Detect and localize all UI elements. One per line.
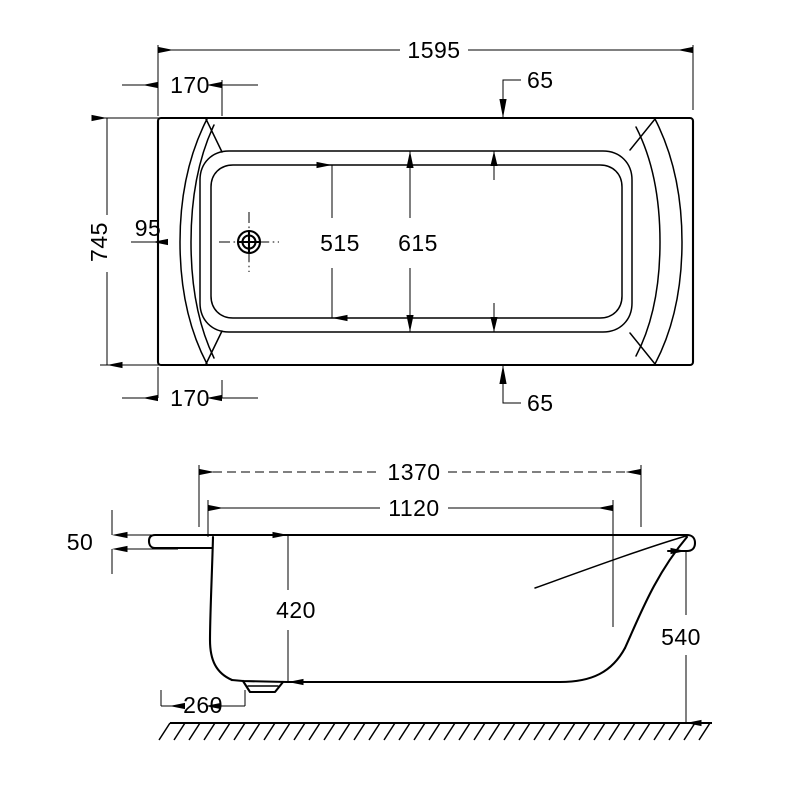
plan-left-taper-top bbox=[205, 118, 223, 153]
plan-right-taper-top bbox=[629, 118, 656, 151]
plan-left-end-curve-inner bbox=[190, 124, 215, 359]
plan-view: 1595 170 65 745 95 bbox=[86, 37, 695, 416]
dim-label-1370: 1370 bbox=[387, 459, 440, 485]
plan-drain-symbol bbox=[219, 212, 279, 272]
dim-left-inset-170-top: 170 bbox=[122, 62, 258, 116]
dim-rim-thickness-50: 50 bbox=[67, 510, 178, 574]
dim-label-170-bottom: 170 bbox=[170, 385, 210, 411]
plan-right-taper-bottom bbox=[629, 332, 656, 365]
dim-rim-65-top: 65 bbox=[499, 67, 553, 118]
arrow-65-bottom bbox=[499, 365, 507, 384]
plan-left-taper-bottom bbox=[205, 330, 223, 365]
arrow-rim-tick-top bbox=[490, 151, 498, 166]
dim-left-inset-170-bottom: 170 bbox=[122, 367, 258, 411]
plan-bowl-inner-line bbox=[210, 164, 623, 319]
ground-line-group bbox=[158, 721, 712, 741]
elev-left-inner-wall bbox=[208, 535, 234, 682]
dim-overall-width-745: 745 bbox=[86, 114, 196, 369]
plan-rim-tick-marks bbox=[490, 151, 498, 332]
dim-label-515: 515 bbox=[320, 230, 360, 256]
elev-backrest-accent-curve bbox=[534, 535, 687, 589]
plan-bath-outline bbox=[156, 116, 695, 367]
dim-label-420: 420 bbox=[276, 597, 316, 623]
arrow-65-top bbox=[499, 99, 507, 118]
dim-label-95: 95 bbox=[135, 215, 162, 241]
dim-label-1120: 1120 bbox=[388, 495, 439, 521]
dim-label-170-top: 170 bbox=[170, 72, 210, 98]
arrow-615-bottom bbox=[406, 315, 414, 332]
dim-overall-length-1595: 1595 bbox=[157, 37, 694, 116]
ground-hatching bbox=[158, 722, 711, 741]
dim-label-745: 745 bbox=[86, 222, 112, 262]
dim-rim-65-bottom: 65 bbox=[499, 365, 553, 416]
arrow-rim-tick-bottom bbox=[490, 317, 498, 332]
arrow-615-top bbox=[406, 151, 414, 168]
plan-rim-outer-line bbox=[199, 150, 633, 333]
dim-drain-offset-260: 260 bbox=[160, 690, 246, 718]
plan-right-end-curve-inner bbox=[635, 126, 661, 357]
dim-label-50: 50 bbox=[67, 529, 94, 555]
elevation-view: 1370 1120 50 420 540 bbox=[67, 459, 712, 741]
dim-inner-width-615: 615 bbox=[398, 151, 438, 332]
dim-rim-length-1370: 1370 bbox=[198, 459, 642, 527]
elev-right-rim-lip bbox=[666, 533, 697, 553]
dim-base-length-1120: 1120 bbox=[207, 495, 614, 627]
elev-bath-bottom bbox=[230, 646, 627, 684]
dim-inner-width-515: 515 bbox=[316, 161, 360, 322]
dim-label-65-top: 65 bbox=[527, 67, 554, 93]
dim-label-65-bottom: 65 bbox=[527, 390, 554, 416]
dim-label-260: 260 bbox=[183, 692, 223, 718]
elev-drain-foot bbox=[241, 679, 285, 694]
dim-drain-offset-95: 95 bbox=[131, 215, 168, 246]
dim-overall-height-540: 540 bbox=[661, 547, 702, 727]
dim-inner-depth-420: 420 bbox=[272, 531, 316, 686]
dim-label-615: 615 bbox=[398, 230, 438, 256]
dim-label-540: 540 bbox=[661, 624, 701, 650]
dim-label-1595: 1595 bbox=[407, 37, 460, 63]
elevation-bath-outline bbox=[147, 533, 697, 694]
plan-right-end-curve-outer bbox=[654, 118, 683, 365]
plan-left-end-curve-outer bbox=[179, 118, 208, 365]
